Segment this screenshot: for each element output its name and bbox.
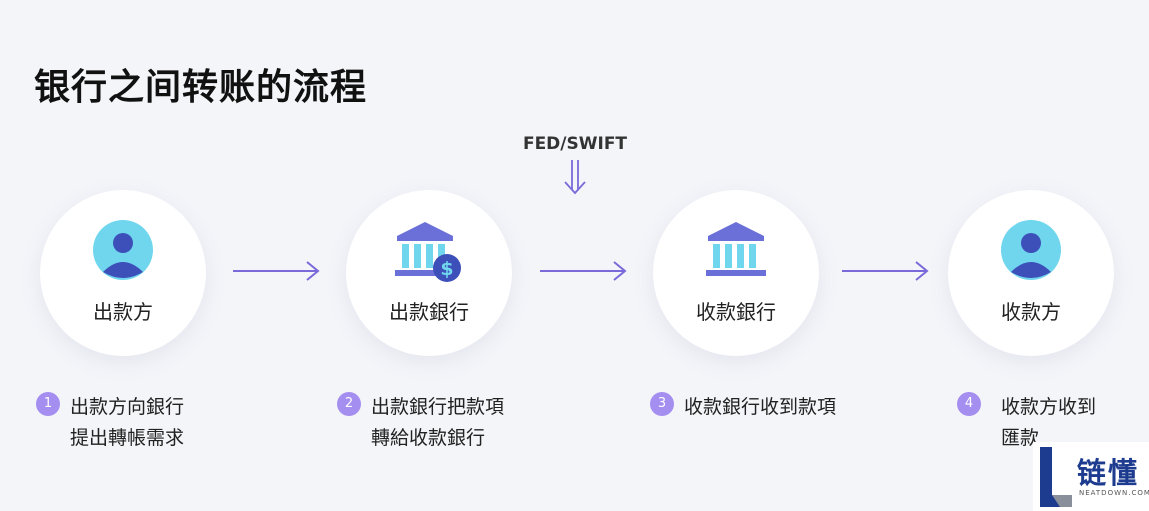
- node-label: 出款銀行: [389, 300, 469, 324]
- double-down-arrow-icon: [564, 160, 586, 195]
- step-number-badge: 2: [337, 392, 361, 416]
- step-line: 收款方收到: [1001, 396, 1097, 418]
- node-payee: 收款方: [948, 190, 1114, 356]
- watermark-logo: 链懂 NEATDOWN.COM: [1033, 442, 1149, 511]
- node-payer: 出款方: [40, 190, 206, 356]
- node-label: 收款銀行: [696, 300, 776, 324]
- logo-brand: 链懂: [1077, 456, 1140, 490]
- logo-subtitle: NEATDOWN.COM: [1079, 489, 1149, 497]
- person-icon: [93, 220, 153, 280]
- step-text: 收款方收到 匯款: [1001, 392, 1096, 454]
- step-text: 出款方向銀行 提出轉帳需求: [70, 392, 184, 454]
- bank-icon: [706, 222, 766, 276]
- svg-text:$: $: [440, 258, 453, 280]
- right-arrow-icon: [233, 261, 320, 281]
- step-line: 匯款: [1001, 427, 1040, 449]
- step-text: 出款銀行把款項 轉給收款銀行: [371, 392, 504, 454]
- node-payee-bank: 收款銀行: [653, 190, 819, 356]
- person-icon: [1001, 220, 1061, 280]
- step-line: 轉給收款銀行: [371, 427, 486, 449]
- logo-l-mark-icon: [1040, 447, 1072, 507]
- node-label: 收款方: [1001, 300, 1061, 324]
- right-arrow-icon: [540, 261, 627, 281]
- page-title: 银行之间转账的流程: [34, 67, 368, 108]
- step-line: 出款方向銀行: [70, 396, 185, 418]
- bank-dollar-icon: $: [395, 222, 461, 282]
- node-payer-bank: $ 出款銀行: [346, 190, 512, 356]
- node-label: 出款方: [93, 300, 153, 324]
- step-line: 收款銀行收到款項: [684, 396, 837, 418]
- step-line: 出款銀行把款項: [371, 396, 505, 418]
- step-number-badge: 4: [957, 392, 981, 416]
- fed-swift-label: FED/SWIFT: [522, 134, 628, 154]
- step-number-badge: 3: [650, 392, 674, 416]
- right-arrow-icon: [842, 261, 929, 281]
- step-line: 提出轉帳需求: [70, 427, 185, 449]
- step-text: 收款銀行收到款項: [684, 392, 836, 423]
- step-number-badge: 1: [36, 392, 60, 416]
